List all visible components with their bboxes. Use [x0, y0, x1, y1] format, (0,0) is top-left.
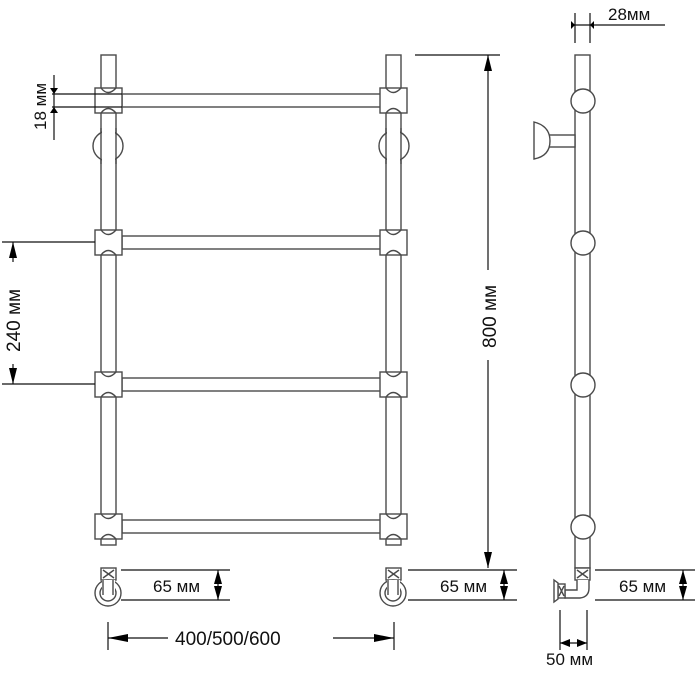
dimension-bottom-offset-left: 65 мм [121, 569, 230, 601]
dimension-wall-offset: 50 мм [546, 610, 593, 669]
side-rung [570, 514, 596, 540]
side-rung [570, 230, 596, 256]
dimension-rung-diameter: 18 мм [31, 75, 122, 140]
side-rung [570, 88, 596, 114]
label-pipe-diameter: 28мм [608, 5, 650, 24]
side-upright [574, 54, 591, 569]
label-wall-offset: 50 мм [546, 650, 593, 669]
side-bracket-arm [546, 134, 576, 148]
dimension-pipe-diameter: 28мм [571, 5, 665, 43]
rung [94, 87, 408, 114]
dimension-bottom-offset-right: 65 мм [408, 569, 517, 601]
label-rung-spacing: 240 мм [4, 289, 25, 352]
label-width: 400/500/600 [175, 629, 281, 650]
left-valve [94, 567, 122, 607]
right-valve [379, 567, 407, 607]
front-view [92, 54, 410, 607]
side-view [533, 54, 596, 604]
dimension-side-bottom-offset: 65 мм [595, 569, 695, 601]
left-upright [100, 54, 117, 546]
rung [94, 229, 408, 256]
side-bracket-plate [533, 121, 551, 160]
dimension-height: 800 мм [415, 54, 501, 568]
label-bottom-offset-left: 65 мм [153, 577, 200, 596]
label-side-bottom-offset: 65 мм [619, 577, 666, 596]
side-rung [570, 372, 596, 398]
right-upright [385, 54, 402, 546]
label-bottom-offset-right: 65 мм [440, 577, 487, 596]
side-valve [553, 567, 591, 604]
rung [94, 513, 408, 540]
dimension-rung-spacing: 240 мм [2, 241, 95, 385]
rung [94, 371, 408, 398]
label-height: 800 мм [480, 285, 501, 348]
dimension-width: 400/500/600 [107, 622, 395, 650]
label-rung-diameter: 18 мм [31, 83, 50, 130]
